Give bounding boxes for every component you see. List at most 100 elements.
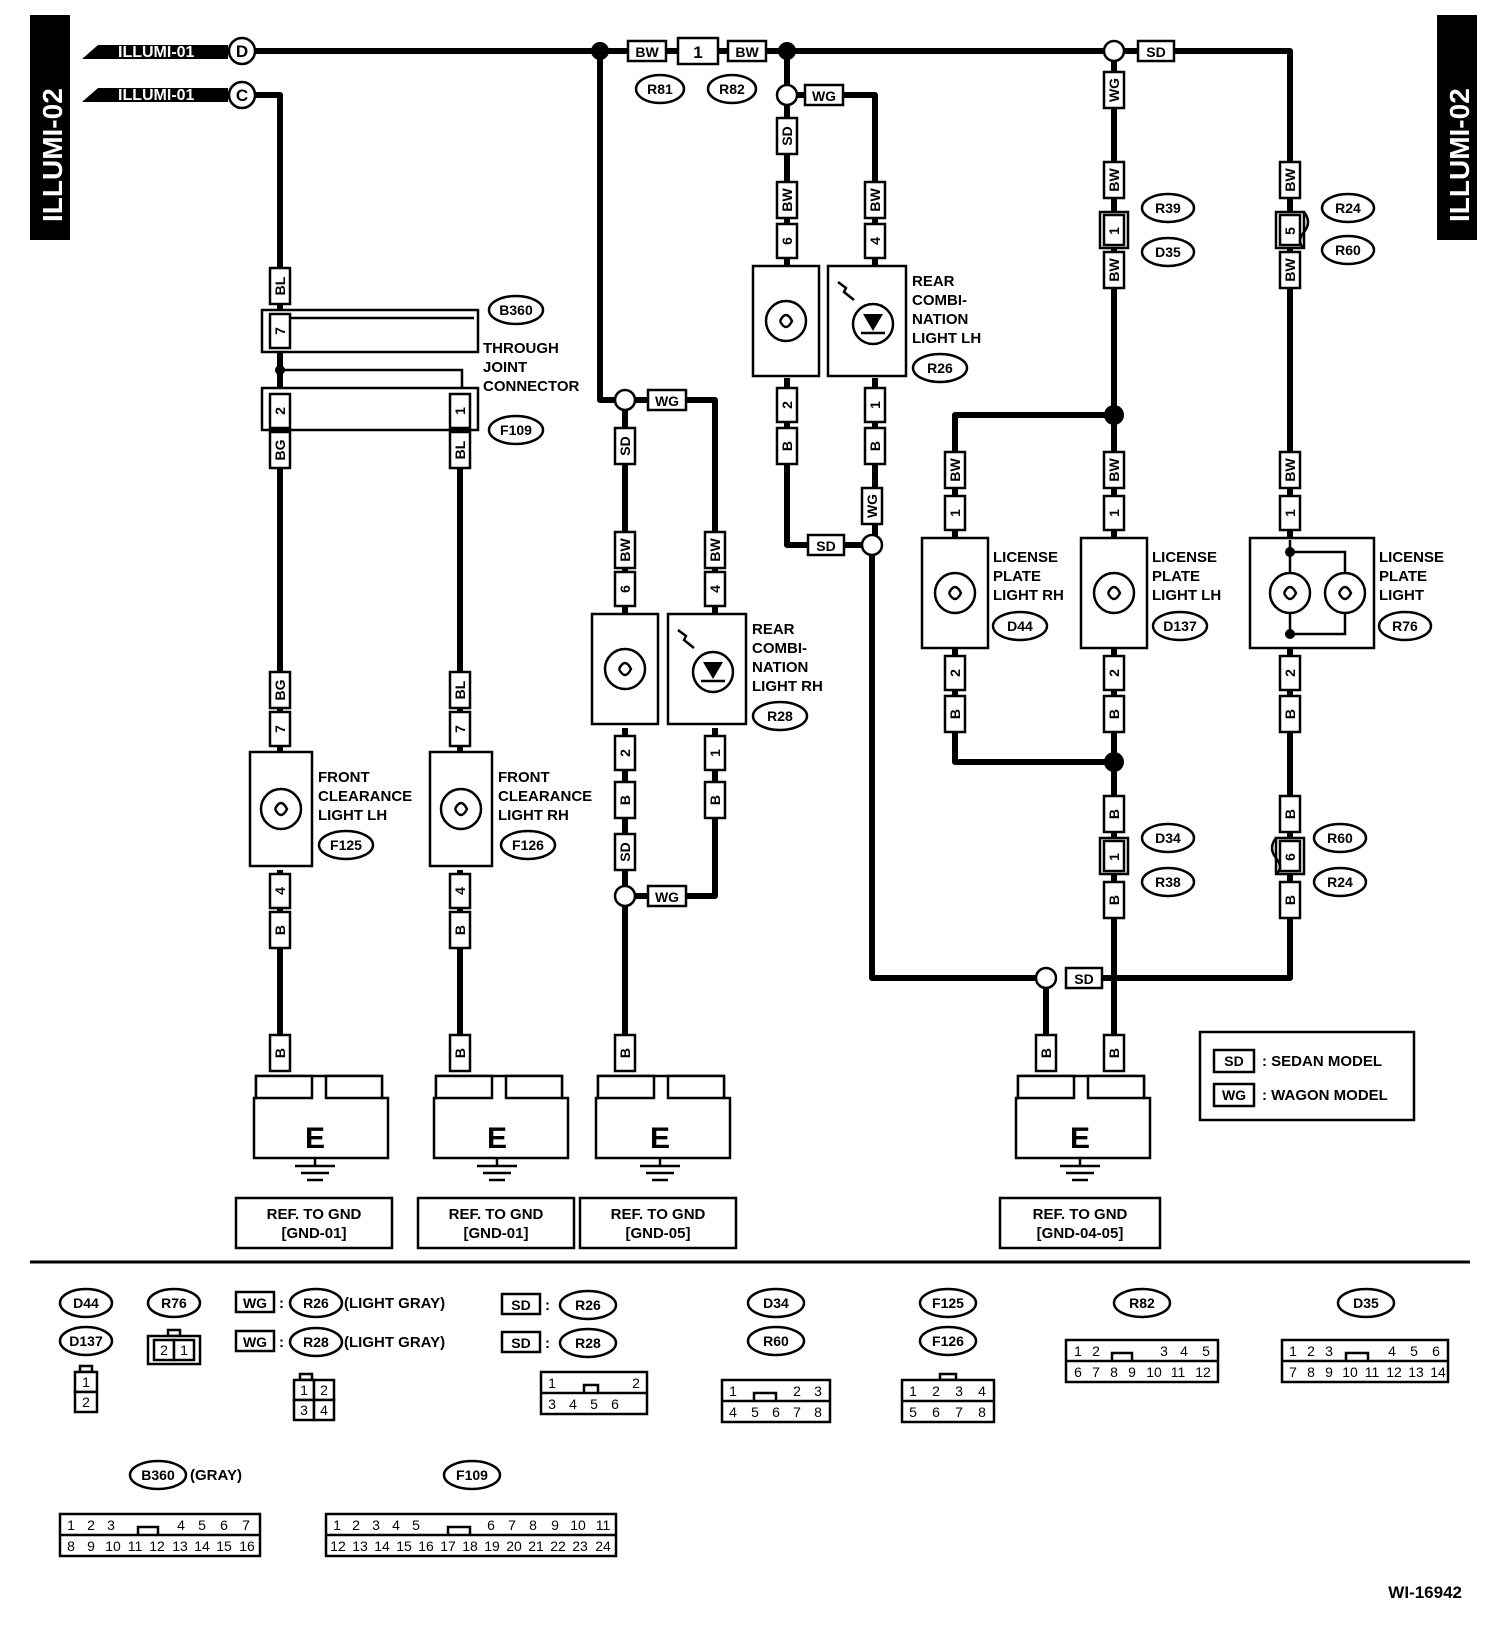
svg-text:4: 4 xyxy=(272,887,288,895)
svg-text:4: 4 xyxy=(569,1396,577,1412)
svg-text:ILLUMI-02: ILLUMI-02 xyxy=(1444,88,1475,222)
svg-text:BW: BW xyxy=(617,538,633,562)
front-clearance-light-lh: 7 4 FRONT CLEARANCE LIGHT LH F125 xyxy=(248,710,412,910)
svg-text:BW: BW xyxy=(1282,458,1298,482)
svg-text:13: 13 xyxy=(172,1538,188,1554)
svg-text:ILLUMI-01: ILLUMI-01 xyxy=(118,44,195,61)
svg-text:B360: B360 xyxy=(141,1467,175,1483)
svg-text:6: 6 xyxy=(617,585,633,593)
svg-text:F125: F125 xyxy=(932,1295,964,1311)
svg-text:WG: WG xyxy=(1222,1087,1246,1103)
ground-3: E REF. TO GND [GND-05] xyxy=(578,1074,738,1250)
svg-text:10: 10 xyxy=(105,1538,121,1554)
svg-text:R28: R28 xyxy=(767,708,793,724)
svg-text:14: 14 xyxy=(374,1538,390,1554)
svg-text:BW: BW xyxy=(707,538,723,562)
svg-text:4: 4 xyxy=(452,887,468,895)
svg-text:12: 12 xyxy=(1386,1364,1402,1380)
svg-text::: : xyxy=(279,1295,284,1312)
svg-text:2: 2 xyxy=(82,1394,90,1410)
svg-text:6: 6 xyxy=(1282,853,1298,861)
svg-text:B: B xyxy=(1106,1048,1122,1058)
svg-text:4: 4 xyxy=(320,1402,328,1418)
svg-text:3: 3 xyxy=(955,1383,963,1399)
svg-text:1: 1 xyxy=(180,1342,188,1358)
svg-text:R39: R39 xyxy=(1155,200,1181,216)
svg-text:B360: B360 xyxy=(499,302,533,318)
svg-text:BW: BW xyxy=(1106,458,1122,482)
svg-text:4: 4 xyxy=(978,1383,986,1399)
svg-text:PLATE: PLATE xyxy=(1379,568,1427,585)
svg-text:R24: R24 xyxy=(1335,200,1361,216)
svg-text:9: 9 xyxy=(1325,1364,1333,1380)
svg-text:2: 2 xyxy=(1307,1343,1315,1359)
svg-text:5: 5 xyxy=(590,1396,598,1412)
svg-text:B: B xyxy=(272,1048,288,1058)
svg-text:(GRAY): (GRAY) xyxy=(190,1467,242,1484)
svg-text:6: 6 xyxy=(772,1404,780,1420)
svg-text:B: B xyxy=(617,795,633,805)
svg-text:CLEARANCE: CLEARANCE xyxy=(318,788,412,805)
input-d: ILLUMI-01 D xyxy=(82,36,257,66)
svg-text:3: 3 xyxy=(548,1396,556,1412)
svg-text:WG: WG xyxy=(812,88,836,104)
svg-text:7: 7 xyxy=(242,1517,250,1533)
svg-text:WG: WG xyxy=(243,1295,267,1311)
svg-text:REAR: REAR xyxy=(912,273,955,290)
svg-text:2: 2 xyxy=(779,401,795,409)
connector-view-f125: F125 F126 1 2 3 4 5 6 7 8 xyxy=(900,1287,996,1424)
svg-text:WG: WG xyxy=(864,494,880,518)
svg-text:WG: WG xyxy=(1106,78,1122,102)
svg-text:BL: BL xyxy=(452,440,468,459)
svg-text:REF. TO GND: REF. TO GND xyxy=(267,1206,362,1223)
svg-text:B: B xyxy=(1106,895,1122,905)
svg-text:24: 24 xyxy=(595,1538,611,1554)
svg-text:: WAGON MODEL: : WAGON MODEL xyxy=(1262,1087,1388,1104)
svg-text:15: 15 xyxy=(216,1538,232,1554)
svg-text:REAR: REAR xyxy=(752,621,795,638)
ground-1: E REF. TO GND [GND-01] xyxy=(234,1074,394,1250)
svg-text:14: 14 xyxy=(194,1538,210,1554)
input-c: ILLUMI-01 C xyxy=(82,80,257,110)
svg-text:REF. TO GND: REF. TO GND xyxy=(611,1206,706,1223)
svg-text:SD: SD xyxy=(779,126,795,145)
svg-text:2: 2 xyxy=(160,1342,168,1358)
svg-text:1: 1 xyxy=(707,749,723,757)
svg-text:15: 15 xyxy=(396,1538,412,1554)
svg-text:R82: R82 xyxy=(1129,1295,1155,1311)
svg-text:B: B xyxy=(1282,709,1298,719)
svg-text:BW: BW xyxy=(1106,258,1122,282)
svg-text:2: 2 xyxy=(87,1517,95,1533)
ground-2: E REF. TO GND [GND-01] xyxy=(416,1074,576,1250)
side-label-right: ILLUMI-02 xyxy=(1437,15,1477,240)
svg-text:9: 9 xyxy=(551,1517,559,1533)
svg-text:D137: D137 xyxy=(69,1333,103,1349)
svg-text::: : xyxy=(545,1297,550,1314)
bulb-icon xyxy=(617,661,633,677)
svg-text:D35: D35 xyxy=(1155,244,1181,260)
svg-text:REF. TO GND: REF. TO GND xyxy=(1033,1206,1128,1223)
svg-text:1: 1 xyxy=(729,1383,737,1399)
svg-text:B: B xyxy=(1282,809,1298,819)
svg-text:LIGHT RH: LIGHT RH xyxy=(498,807,569,824)
svg-text:2: 2 xyxy=(272,407,288,415)
svg-text:B: B xyxy=(617,1048,633,1058)
svg-text:R28: R28 xyxy=(303,1334,329,1350)
svg-text:4: 4 xyxy=(1388,1343,1396,1359)
svg-text:SD: SD xyxy=(511,1297,530,1313)
svg-text:8: 8 xyxy=(978,1404,986,1420)
svg-text:9: 9 xyxy=(1128,1364,1136,1380)
svg-text:SD: SD xyxy=(511,1335,530,1351)
svg-text:NATION: NATION xyxy=(912,311,968,328)
svg-text:11: 11 xyxy=(1365,1364,1380,1380)
svg-text:5: 5 xyxy=(751,1404,759,1420)
svg-text:LIGHT LH: LIGHT LH xyxy=(1152,587,1221,604)
svg-text:7: 7 xyxy=(452,725,468,733)
svg-text:5: 5 xyxy=(412,1517,420,1533)
connector-view-wg: WG : R26 (LIGHT GRAY) WG : R28 (LIGHT GR… xyxy=(234,1287,445,1422)
side-label-left: ILLUMI-02 xyxy=(30,15,70,240)
svg-text:1: 1 xyxy=(333,1517,341,1533)
svg-text:1: 1 xyxy=(909,1383,917,1399)
svg-text:R38: R38 xyxy=(1155,874,1181,890)
svg-text:4: 4 xyxy=(729,1404,737,1420)
